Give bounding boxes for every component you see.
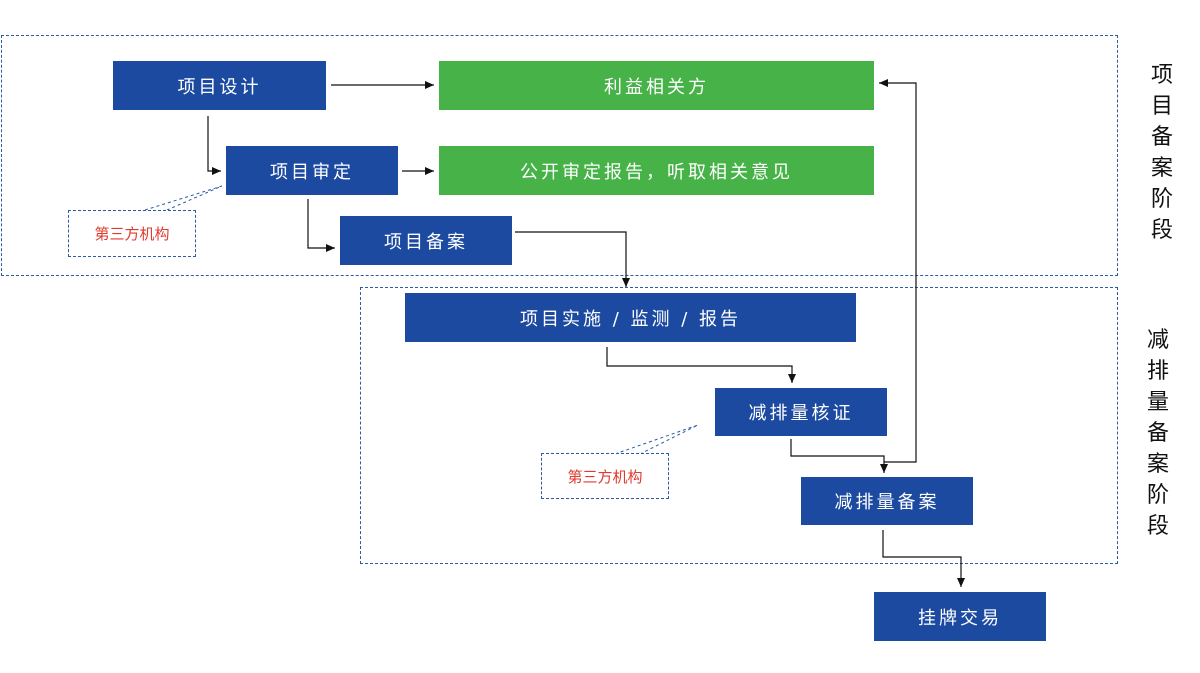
arrow-er-filing-to-stakeholders xyxy=(879,79,917,463)
callout-pointer-1 xyxy=(144,185,223,211)
third-party-callout-2: 第三方机构 xyxy=(541,453,669,499)
node-project-filing: 项目备案 xyxy=(340,216,512,265)
arrow-verify-to-er-filing xyxy=(790,439,888,473)
arrow-review-to-filing xyxy=(307,199,335,252)
arrow-filing-to-implement xyxy=(515,231,630,287)
node-emission-verification: 减排量核证 xyxy=(715,388,887,436)
arrow-implement-to-verify xyxy=(606,347,796,383)
callout-pointer-2 xyxy=(614,424,699,455)
stage-label-char: 案 xyxy=(1150,156,1173,181)
node-public-report: 公开审定报告，听取相关意见 xyxy=(439,146,874,195)
stage-label-char: 排 xyxy=(1146,359,1169,384)
arrow-er-filing-to-trading xyxy=(882,530,965,587)
node-project-implementation: 项目实施 / 监测 / 报告 xyxy=(405,293,856,342)
emission-reduction-stage-region xyxy=(360,287,1118,564)
node-listing-trading: 挂牌交易 xyxy=(874,592,1046,641)
stage-label-char: 案 xyxy=(1146,452,1169,477)
stage-label-char: 备 xyxy=(1146,421,1169,446)
stage-label-emission-filing: 减 排 量 备 案 阶 段 xyxy=(1143,325,1173,542)
stage-label-project-filing: 项 目 备 案 阶 段 xyxy=(1147,60,1177,246)
node-stakeholders: 利益相关方 xyxy=(439,61,874,110)
stage-label-char: 减 xyxy=(1146,328,1169,353)
stage-label-char: 量 xyxy=(1146,390,1169,415)
stage-label-char: 项 xyxy=(1150,63,1173,88)
node-project-design: 项目设计 xyxy=(113,61,326,110)
stage-label-char: 段 xyxy=(1150,218,1173,243)
node-project-review: 项目审定 xyxy=(226,146,398,195)
stage-label-char: 备 xyxy=(1150,125,1173,150)
node-emission-filing: 减排量备案 xyxy=(801,477,973,525)
stage-label-char: 阶 xyxy=(1150,187,1173,212)
arrow-design-to-review xyxy=(207,116,221,175)
project-filing-stage-region xyxy=(1,35,1118,276)
stage-label-char: 阶 xyxy=(1146,483,1169,508)
third-party-callout-1: 第三方机构 xyxy=(68,210,196,257)
stage-label-char: 段 xyxy=(1146,514,1169,539)
stage-label-char: 目 xyxy=(1150,94,1173,119)
